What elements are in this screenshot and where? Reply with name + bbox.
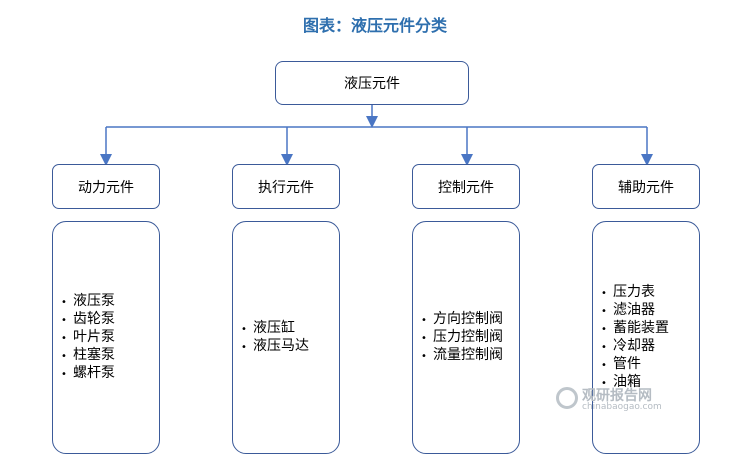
list-item: 液压马达 [241,338,309,356]
list-item: 油箱 [601,374,669,392]
list-item: 冷却器 [601,338,669,356]
category-node-auxiliary: 辅助元件 [592,164,700,209]
list-item: 螺杆泵 [61,365,115,383]
list-item: 方向控制阀 [421,311,503,329]
list-item: 滤油器 [601,302,669,320]
item-list-power: 液压泵 齿轮泵 叶片泵 柱塞泵 螺杆泵 [52,221,160,454]
list-item: 叶片泵 [61,329,115,347]
list-item: 柱塞泵 [61,347,115,365]
watermark-text-en: chinabaogao.com [582,402,662,412]
category-node-actuator: 执行元件 [232,164,340,209]
list-item: 蓄能装置 [601,320,669,338]
list-item: 流量控制阀 [421,347,503,365]
list-item: 液压缸 [241,320,309,338]
watermark: 观研报告网 chinabaogao.com [556,385,686,415]
watermark-text-cn: 观研报告网 [582,388,652,404]
list-item: 压力控制阀 [421,329,503,347]
item-list-actuator: 液压缸 液压马达 [232,221,340,454]
category-node-power: 动力元件 [52,164,160,209]
list-item: 齿轮泵 [61,311,115,329]
root-node: 液压元件 [275,61,469,105]
category-node-control: 控制元件 [412,164,520,209]
list-item: 压力表 [601,284,669,302]
chart-title: 图表：液压元件分类 [302,16,447,35]
list-item: 液压泵 [61,293,115,311]
list-item: 管件 [601,356,669,374]
item-list-auxiliary: 压力表 滤油器 蓄能装置 冷却器 管件 油箱 [592,221,700,454]
item-list-control: 方向控制阀 压力控制阀 流量控制阀 [412,221,520,454]
watermark-logo-icon [556,387,578,409]
